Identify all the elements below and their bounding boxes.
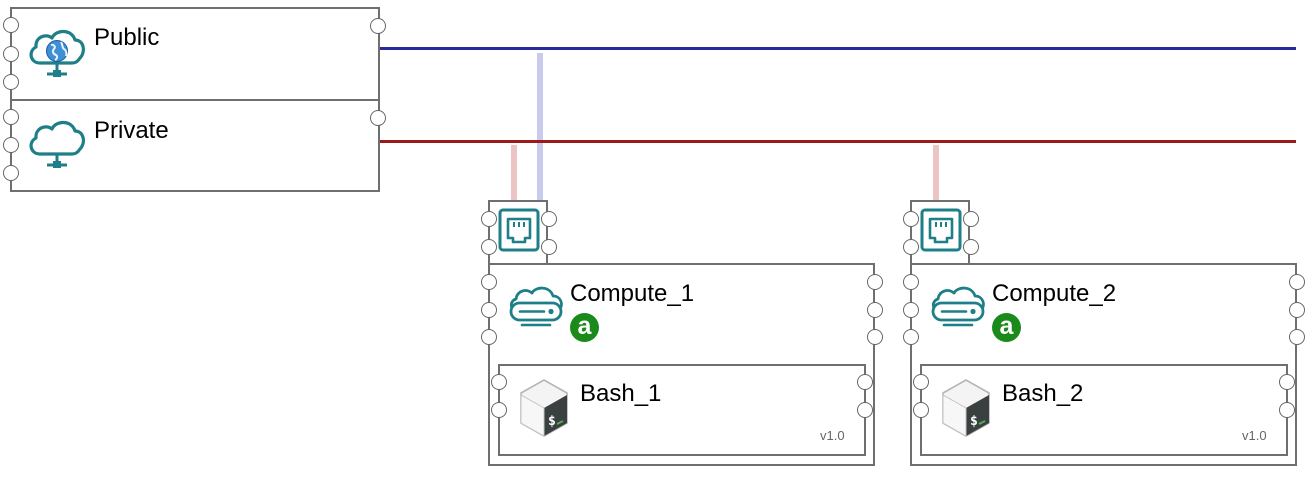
port[interactable] xyxy=(3,46,19,62)
port[interactable] xyxy=(481,302,497,318)
port[interactable] xyxy=(3,74,19,90)
port[interactable] xyxy=(541,211,557,227)
compute-node-2[interactable]: Compute_2 a $ Bash_2 v1.0 xyxy=(903,263,1305,466)
public-network-line[interactable] xyxy=(378,47,1296,50)
port[interactable] xyxy=(903,211,919,227)
cloud-network-icon xyxy=(29,120,86,168)
port[interactable] xyxy=(913,402,929,418)
compute-cloud-icon xyxy=(509,286,563,327)
port[interactable] xyxy=(1279,374,1295,390)
port[interactable] xyxy=(1289,329,1305,345)
network-node-public[interactable]: Public xyxy=(3,7,386,101)
software-label: Bash_1 xyxy=(580,380,662,407)
port[interactable] xyxy=(867,302,883,318)
port[interactable] xyxy=(903,302,919,318)
port[interactable] xyxy=(913,374,929,390)
ethernet-port-icon xyxy=(498,208,540,252)
private-link-compute-2 xyxy=(933,145,939,201)
port[interactable] xyxy=(370,110,386,126)
version-label: v1.0 xyxy=(1242,428,1267,443)
port[interactable] xyxy=(867,274,883,290)
port[interactable] xyxy=(963,239,979,255)
port[interactable] xyxy=(903,239,919,255)
software-label: Bash_2 xyxy=(1002,380,1084,407)
bash-terminal-icon: $ xyxy=(520,379,568,437)
port[interactable] xyxy=(481,239,497,255)
port[interactable] xyxy=(491,402,507,418)
port[interactable] xyxy=(857,374,873,390)
ansible-badge-icon: a xyxy=(992,313,1021,342)
port[interactable] xyxy=(3,165,19,181)
compute-label: Compute_2 xyxy=(992,280,1117,307)
port[interactable] xyxy=(541,239,557,255)
bash-terminal-icon: $ xyxy=(942,379,990,437)
port[interactable] xyxy=(3,137,19,153)
private-link-compute-1 xyxy=(511,145,517,201)
globe-cloud-network-icon xyxy=(29,29,86,77)
svg-text:$: $ xyxy=(970,414,978,429)
badge-letter: a xyxy=(999,312,1014,340)
port[interactable] xyxy=(867,329,883,345)
port[interactable] xyxy=(963,211,979,227)
ansible-badge-icon: a xyxy=(570,313,599,342)
compute-cloud-icon xyxy=(931,286,985,327)
port[interactable] xyxy=(3,109,19,125)
port[interactable] xyxy=(903,274,919,290)
network-node-private[interactable]: Private xyxy=(3,99,386,192)
software-node-bash-2[interactable]: $ Bash_2 v1.0 xyxy=(913,364,1295,456)
port[interactable] xyxy=(1289,302,1305,318)
port[interactable] xyxy=(481,274,497,290)
port-node-compute-1[interactable] xyxy=(481,200,557,265)
software-node-bash-1[interactable]: $ Bash_1 v1.0 xyxy=(491,364,873,456)
port[interactable] xyxy=(491,374,507,390)
network-label: Private xyxy=(94,117,169,144)
port[interactable] xyxy=(370,18,386,34)
version-label: v1.0 xyxy=(820,428,845,443)
port[interactable] xyxy=(481,211,497,227)
port[interactable] xyxy=(3,17,19,33)
ethernet-port-icon xyxy=(920,208,962,252)
port[interactable] xyxy=(903,329,919,345)
port[interactable] xyxy=(1289,274,1305,290)
network-label: Public xyxy=(94,24,160,51)
compute-label: Compute_1 xyxy=(570,280,695,307)
port[interactable] xyxy=(1279,402,1295,418)
svg-text:$: $ xyxy=(548,414,556,429)
port[interactable] xyxy=(857,402,873,418)
badge-letter: a xyxy=(577,312,592,340)
private-network-line[interactable] xyxy=(378,140,1296,143)
port[interactable] xyxy=(481,329,497,345)
public-link-compute-1 xyxy=(537,53,543,201)
port-node-compute-2[interactable] xyxy=(903,200,979,265)
compute-node-1[interactable]: Compute_1 a $ Bash_1 v1.0 xyxy=(481,263,883,466)
